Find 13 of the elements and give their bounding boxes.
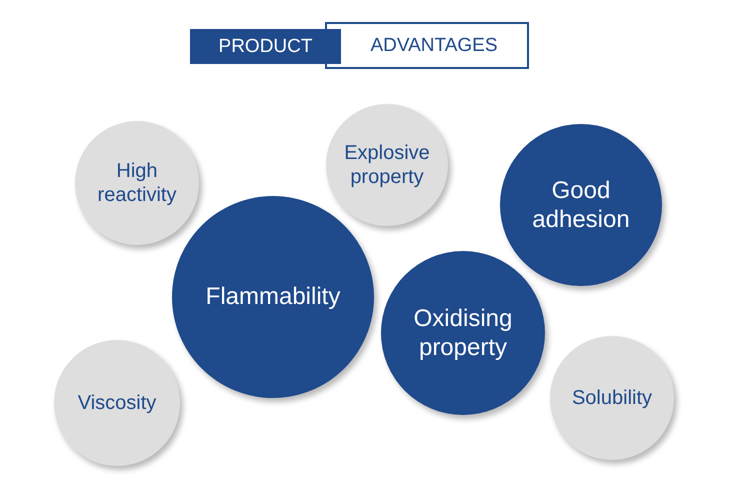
feature-text: Solubility [572, 386, 652, 410]
feature-text: High reactivity [96, 158, 178, 208]
feature-bubble [381, 251, 545, 415]
feature-text: Good adhesion [531, 176, 631, 234]
feature-text: Flammability [206, 282, 340, 312]
feature-text: Explosive property [343, 140, 431, 190]
feature-text: Oxidising property [412, 304, 514, 362]
feature-bubble [550, 336, 674, 460]
heading-frame [325, 22, 529, 69]
heading-text: PRODUCT [218, 34, 312, 58]
feature-text: Viscosity [78, 390, 156, 416]
heading-text: ADVANTAGES [370, 34, 498, 58]
heading-tab [190, 29, 341, 64]
